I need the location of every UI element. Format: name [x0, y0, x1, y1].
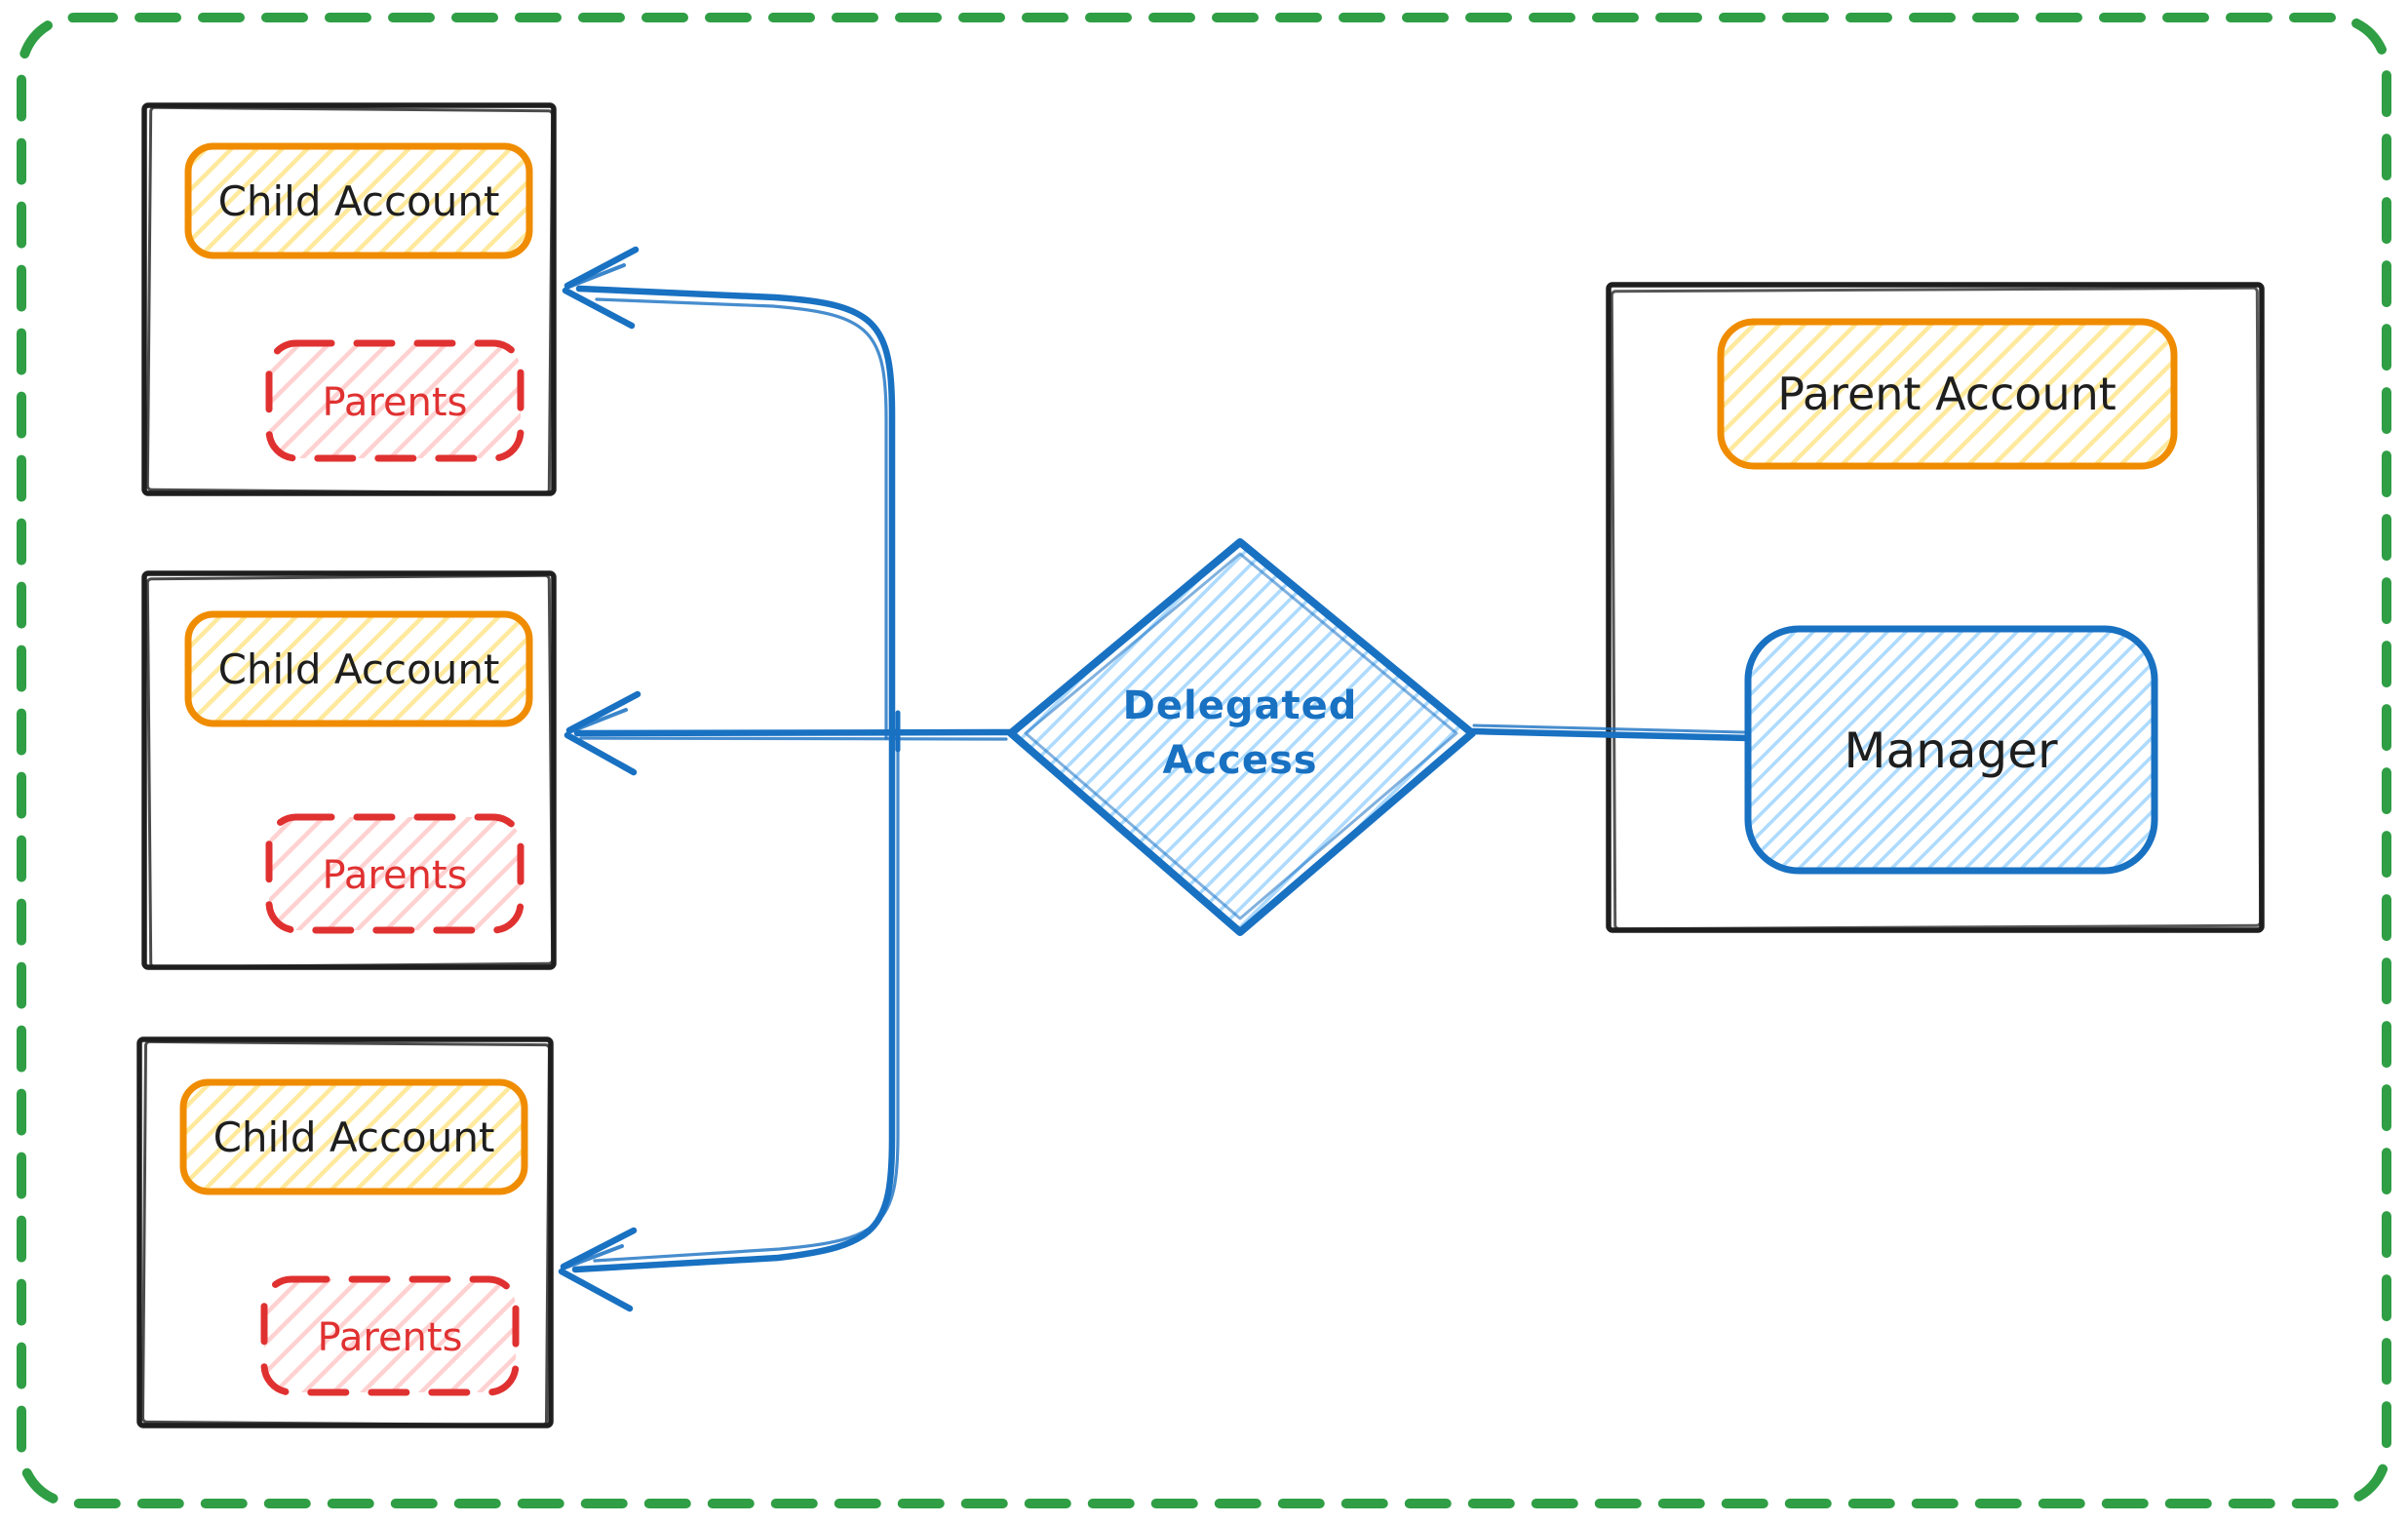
parents-label-2: Parents [323, 853, 468, 898]
child-account-badge-1: Child Account [184, 142, 533, 259]
delegated-access-diamond: Delegated Access [1007, 538, 1476, 936]
delegated-access-label-line2: Access [1162, 738, 1317, 783]
child-account-title-2: Child Account [218, 645, 500, 693]
delegated-access-label-line1: Delegated [1123, 684, 1358, 728]
child-account-box-1: Child Account Parents [141, 102, 557, 496]
parents-label-3: Parents [318, 1315, 463, 1360]
parents-badge-3: Parents [260, 1275, 520, 1396]
parents-badge-2: Parents [265, 813, 524, 934]
parents-label-1: Parents [323, 380, 468, 425]
arrow-to-child-1 [562, 246, 896, 742]
child-account-title-3: Child Account [214, 1114, 495, 1161]
child-account-box-3: Child Account Parents [136, 1036, 554, 1428]
arrow-to-child-2 [563, 690, 1015, 776]
child-account-badge-3: Child Account [179, 1078, 528, 1195]
child-account-title-1: Child Account [218, 177, 500, 225]
parent-account-box: Parent Account Manager [1606, 282, 2265, 933]
child-account-box-2: Child Account Parents [141, 570, 557, 970]
manager-node: Manager [1744, 625, 2158, 875]
child-account-badge-2: Child Account [184, 610, 533, 727]
parent-account-badge: Parent Account [1717, 318, 2178, 470]
parents-badge-1: Parents [265, 339, 524, 462]
manager-label: Manager [1844, 723, 2058, 779]
arrow-to-child-3 [558, 725, 900, 1312]
link-diamond-to-manager [1468, 723, 1752, 742]
parent-account-title: Parent Account [1777, 368, 2117, 420]
